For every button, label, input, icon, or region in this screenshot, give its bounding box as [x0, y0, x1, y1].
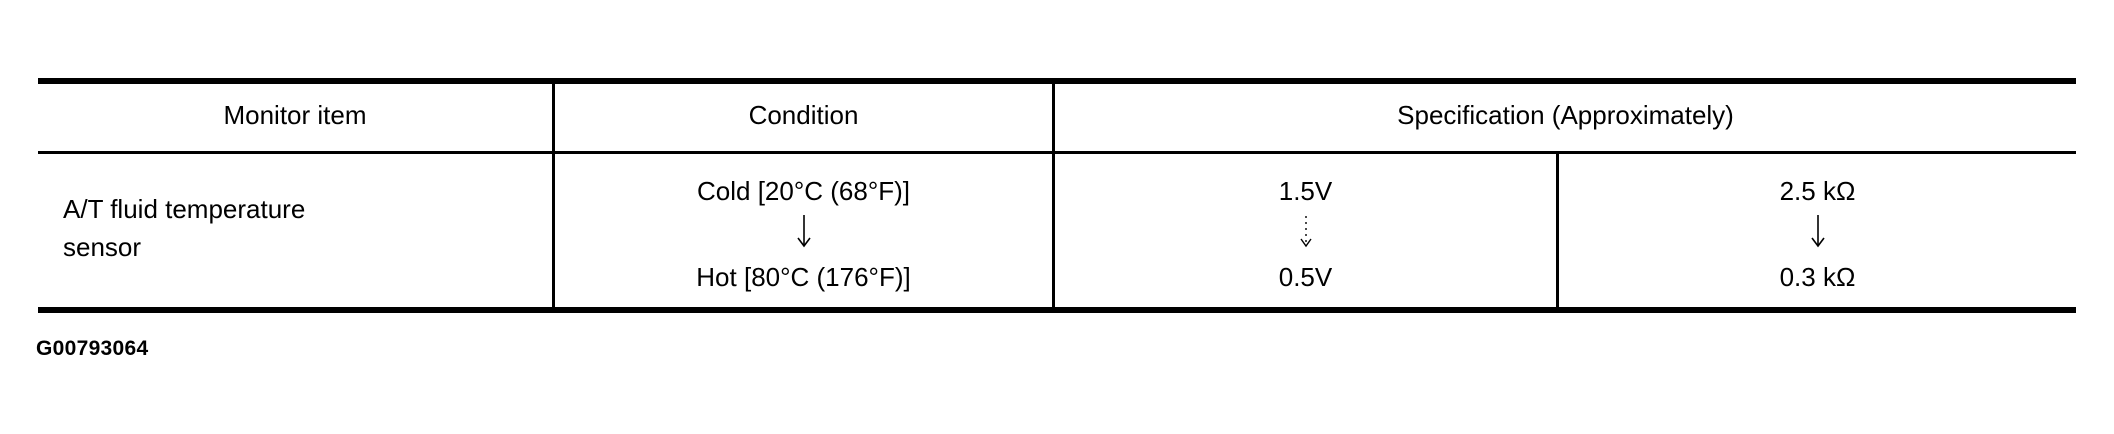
- column-divider-2: [1052, 82, 1055, 309]
- header-specification: Specification (Approximately): [1397, 100, 1734, 130]
- header-separator-rule: [38, 151, 2076, 154]
- header-monitor-item: Monitor item: [223, 100, 367, 130]
- column-divider-1: [552, 82, 555, 309]
- voltage-from: 1.5V: [1278, 176, 1333, 206]
- condition-from: Cold [20°C (68°F)]: [697, 176, 910, 206]
- monitor-item-line-1: A/T fluid temperature: [63, 194, 306, 224]
- down-arrow-icon: [796, 215, 811, 248]
- voltage-cell: 1.5V 0.5V: [1055, 170, 1556, 300]
- column-divider-3: [1556, 152, 1559, 309]
- table-top-rule: [38, 78, 2076, 84]
- header-condition: Condition: [748, 100, 859, 130]
- table-bottom-rule: [38, 307, 2076, 313]
- resistance-cell: 2.5 kΩ 0.3 kΩ: [1559, 170, 2076, 300]
- resistance-from: 2.5 kΩ: [1779, 176, 1856, 206]
- monitor-item-line-2: sensor: [63, 232, 142, 262]
- voltage-to: 0.5V: [1278, 262, 1333, 292]
- figure-code: G00793064: [36, 337, 149, 360]
- resistance-to: 0.3 kΩ: [1779, 262, 1856, 292]
- dotted-down-arrow-icon: [1299, 216, 1312, 248]
- condition-cell: Cold [20°C (68°F)] Hot [80°C (176°F)]: [555, 170, 1052, 300]
- down-arrow-icon: [1810, 215, 1825, 248]
- condition-to: Hot [80°C (176°F)]: [696, 262, 911, 292]
